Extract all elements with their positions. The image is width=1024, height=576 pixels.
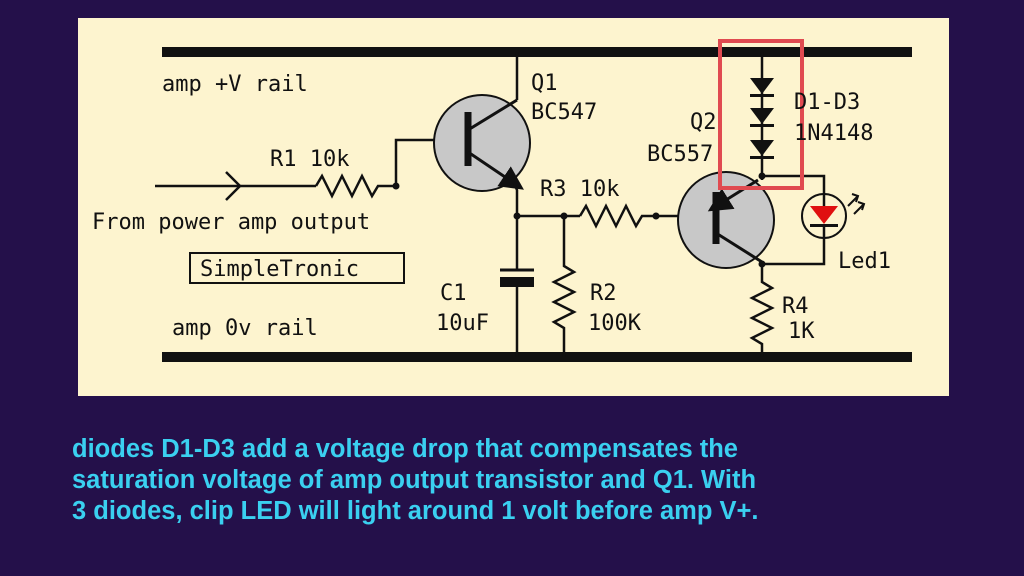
- label-rail-top: amp +V rail: [162, 72, 308, 97]
- wire-led-collector: [762, 238, 826, 266]
- wire-diodes-led: [762, 174, 826, 192]
- input-arrow: [155, 171, 316, 201]
- transistor-q2: [677, 171, 775, 269]
- label-r1: R1 10k: [270, 147, 349, 172]
- resistor-r4: [749, 264, 775, 357]
- caption-line-2: saturation voltage of amp output transis…: [72, 466, 757, 494]
- label-c1-value: 10uF: [436, 311, 489, 336]
- label-r2-value: 100K: [588, 311, 642, 336]
- brand-box: [189, 252, 405, 284]
- diodes-d1-d3: [750, 78, 774, 159]
- label-r4-name: R4: [782, 294, 809, 319]
- highlight-box: [718, 39, 804, 190]
- brand-label: SimpleTronic: [200, 257, 359, 282]
- resistor-r1: [314, 173, 396, 199]
- label-q1-part: BC547: [531, 100, 597, 125]
- label-r3: R3 10k: [540, 177, 619, 202]
- capacitor-c1: [500, 216, 534, 357]
- resistor-r3: [578, 203, 656, 229]
- caption-line-3: 3 diodes, clip LED will light around 1 v…: [72, 497, 759, 525]
- label-r4-value: 1K: [788, 319, 815, 344]
- label-rail-bottom: amp 0v rail: [172, 316, 318, 341]
- label-diodes-name: D1-D3: [794, 90, 860, 115]
- label-diodes-part: 1N4148: [794, 121, 873, 146]
- transistor-q1: [433, 94, 531, 192]
- resistor-r2: [551, 216, 577, 357]
- led1: [801, 192, 866, 239]
- label-led: Led1: [838, 249, 891, 274]
- label-r2-name: R2: [590, 281, 617, 306]
- caption: diodes D1-D3 add a voltage drop that com…: [72, 434, 1012, 527]
- caption-line-1: diodes D1-D3 add a voltage drop that com…: [72, 435, 738, 463]
- label-c1-name: C1: [440, 281, 467, 306]
- label-input: From power amp output: [92, 210, 370, 235]
- label-q2-part: BC557: [647, 142, 713, 167]
- label-q2-name: Q2: [690, 110, 717, 135]
- wire-q1-emitter: [512, 182, 519, 216]
- label-q1-name: Q1: [531, 71, 558, 96]
